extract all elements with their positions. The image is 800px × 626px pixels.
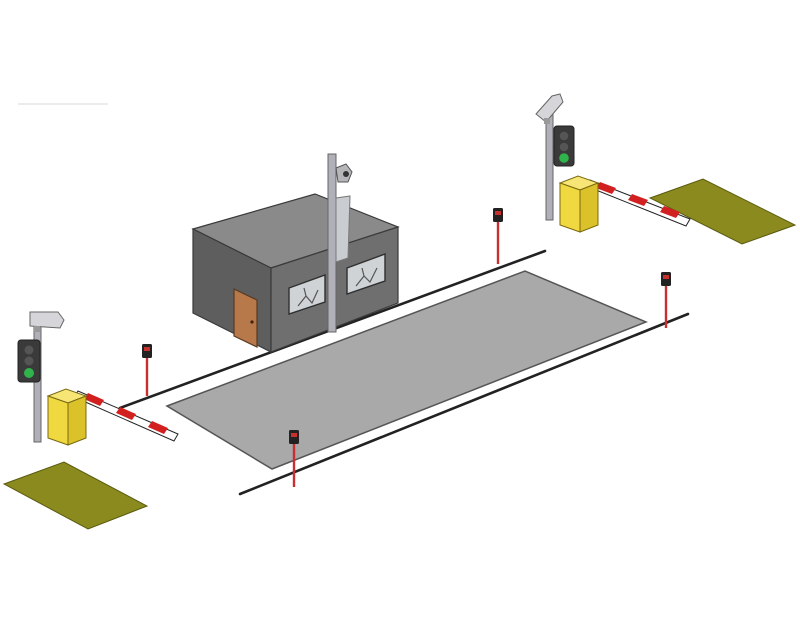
barrier-right-housing-side (579, 182, 599, 233)
induction-loop-pad-left (2, 461, 149, 530)
weighbridge-platform (165, 270, 648, 470)
barrier-gate-right (558, 175, 691, 233)
barrier-left-housing-side (67, 395, 87, 446)
door-knob (250, 320, 254, 324)
sensor-post-front (289, 430, 299, 487)
barrier-right-arm-red-1 (596, 182, 616, 194)
barrier-left-arm-red-1 (84, 393, 104, 406)
booth-window-right (346, 252, 386, 295)
booth-camera-lens (343, 171, 349, 177)
booth-camera-pole (327, 153, 353, 333)
traffic-light-left-green (24, 368, 34, 378)
road-line-front (238, 312, 690, 496)
barrier-right-arm-red-3 (660, 206, 680, 218)
barrier-left-arm-red-2 (116, 407, 136, 420)
booth-pole-panel (335, 195, 351, 263)
sensor-post-left (142, 344, 152, 396)
traffic-light-left-top (24, 345, 34, 355)
sensor-post-back (493, 208, 503, 264)
barrier-gate-left (46, 388, 179, 446)
right-signal-post (535, 93, 575, 221)
surveillance-camera-left (29, 311, 65, 329)
induction-loop-pad-right (648, 178, 797, 245)
barrier-right-housing-front (559, 182, 581, 233)
surveillance-camera-right (535, 93, 564, 123)
traffic-light-right-green (559, 153, 569, 163)
booth-pole (327, 153, 337, 333)
booth-door (233, 288, 258, 348)
camera-right-mount (544, 118, 550, 124)
booth-window-left (288, 274, 326, 315)
traffic-light-left-mid (24, 356, 34, 366)
traffic-light-right-top (559, 131, 569, 141)
traffic-light-right-mid (559, 142, 569, 152)
sensor-post-right (661, 272, 671, 328)
right-pole (545, 107, 554, 221)
camera-left-mount (34, 326, 40, 332)
left-signal-post (17, 311, 65, 443)
control-booth (191, 193, 400, 353)
window-figure-right (355, 267, 378, 287)
barrier-right-arm-red-2 (628, 194, 648, 206)
barrier-left-arm-red-3 (148, 421, 168, 434)
window-figure-left (297, 287, 319, 307)
barrier-left-housing-front (47, 395, 69, 446)
